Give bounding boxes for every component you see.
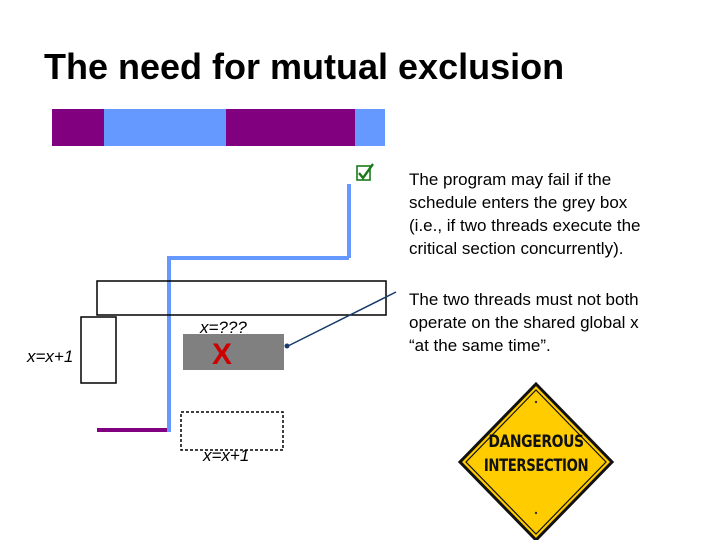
timeline-segment-thread2: [104, 109, 226, 146]
timeline-segment-thread1: [52, 109, 104, 146]
sign-text-line1: DANGEROUS: [488, 432, 584, 452]
failure-explanation-text: The program may fail if the schedule ent…: [409, 168, 709, 260]
checkbox-check-icon: [356, 163, 374, 181]
grey-conflict-box: [183, 334, 284, 370]
timeline-segment-thread2: [355, 109, 385, 146]
text-line: (i.e., if two threads execute the: [409, 216, 641, 235]
mutual-exclusion-text: The two threads must not both operate on…: [409, 288, 709, 357]
dangerous-intersection-sign: DANGEROUS INTERSECTION: [457, 381, 615, 543]
conflict-result-label: x=???: [200, 318, 247, 337]
thread2-op-box: [180, 411, 284, 451]
text-line: The two threads must not both: [409, 290, 639, 309]
sign-text-line2: INTERSECTION: [483, 456, 589, 476]
slide-title: The need for mutual exclusion: [44, 46, 565, 87]
text-line: schedule enters the grey box: [409, 193, 628, 212]
critical-section-box: [96, 280, 387, 316]
timeline-segment-thread1: [226, 109, 355, 146]
pointer-line: [287, 291, 397, 347]
conflict-x-mark: X: [212, 338, 233, 371]
text-line: “at the same time”.: [409, 336, 551, 355]
thread2-op-label: x=x+1: [203, 446, 250, 465]
text-line: The program may fail if the: [409, 170, 612, 189]
schedule-timeline-bar: [52, 109, 385, 146]
pointer-dot: [284, 343, 290, 349]
thread1-op-label: x=x+1: [27, 347, 74, 366]
text-line: operate on the shared global x: [409, 313, 639, 332]
text-line: critical section concurrently).: [409, 239, 624, 258]
thread1-op-box: [80, 316, 117, 384]
